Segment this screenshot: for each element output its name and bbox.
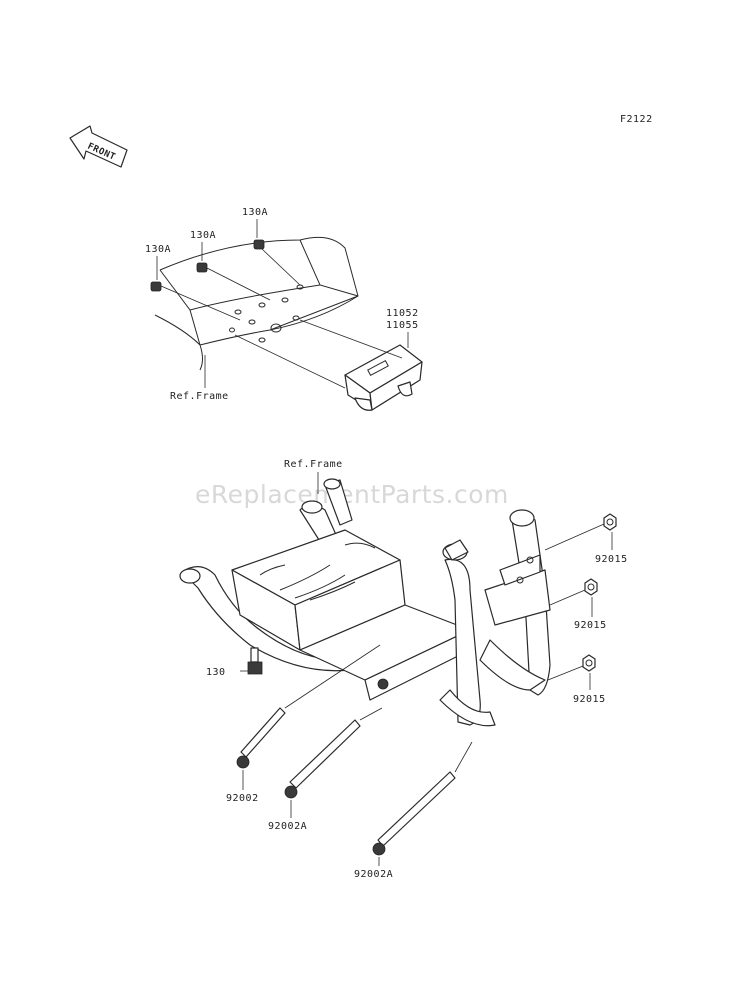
label-130a-right: 130A	[242, 207, 268, 218]
label-92002a-middle: 92002A	[268, 821, 307, 832]
bracket-11052	[234, 319, 423, 411]
bolt-130a-left	[150, 281, 241, 321]
guard-frame	[179, 478, 551, 727]
bolt-92002a-middle	[284, 707, 383, 818]
label-130a-left: 130A	[145, 244, 171, 255]
label-130: 130	[206, 667, 226, 678]
bolt-130a-middle	[196, 262, 271, 301]
bolt-130a-right	[253, 239, 301, 286]
upper-assembly: 130A 130A 130A 11052 11055 Ref.Frame	[145, 207, 423, 411]
label-ref-frame-upper: Ref.Frame	[170, 391, 229, 402]
label-11052: 11052	[386, 308, 419, 319]
nut-92015-bottom	[547, 654, 596, 690]
label-92002a-right: 92002A	[354, 869, 393, 880]
label-130a-middle: 130A	[190, 230, 216, 241]
upper-frame-member	[154, 236, 359, 371]
front-arrow-icon: FRONT	[69, 125, 128, 168]
label-92015-top: 92015	[595, 554, 628, 565]
lower-assembly: Ref.Frame 92015 92015 92015 130 92002 92…	[179, 459, 628, 880]
bolt-92002a-right	[372, 741, 473, 866]
nut-92015-top	[544, 513, 617, 551]
watermark-text: eReplacementParts.com	[195, 480, 509, 509]
figure-code: F2122	[620, 114, 653, 125]
nut-92015-middle	[549, 578, 598, 617]
bolt-130	[240, 647, 263, 675]
label-11055: 11055	[386, 320, 419, 331]
bolt-92002	[236, 644, 381, 790]
label-92002: 92002	[226, 793, 259, 804]
label-92015-middle: 92015	[574, 620, 607, 631]
label-92015-bottom: 92015	[573, 694, 606, 705]
label-ref-frame-lower: Ref.Frame	[284, 459, 343, 470]
